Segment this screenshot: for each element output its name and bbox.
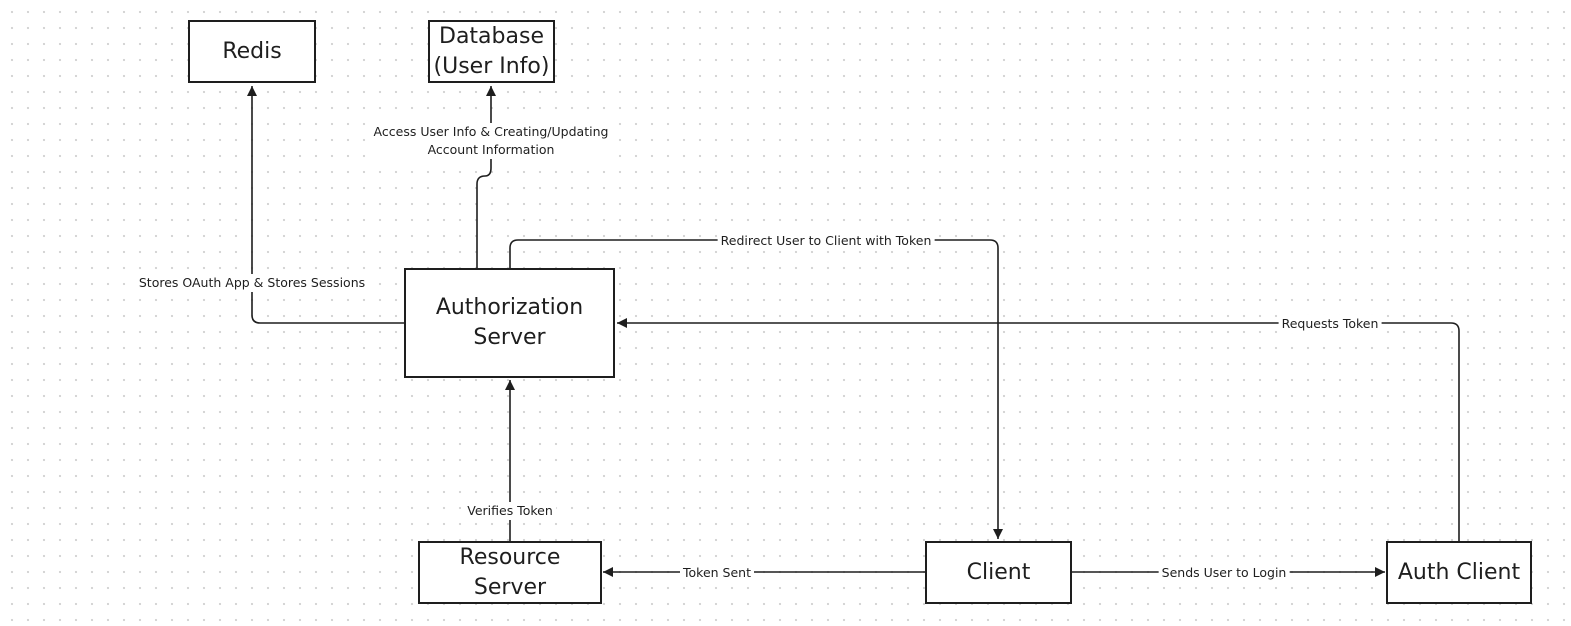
edge-label-token-sent: Token Sent [680,564,754,582]
node-redis: Redis [188,20,316,83]
edge-label-stores-sessions: Stores OAuth App & Stores Sessions [135,274,369,292]
node-resource-server: Resource Server [418,541,602,604]
edge-label-sends-user-to-login: Sends User to Login [1158,564,1290,582]
edge-access-user-info [476,86,496,268]
edge-label-verifies-token: Verifies Token [464,502,556,520]
node-database: Database (User Info) [428,20,555,83]
edge-requests-token [617,318,1460,541]
edge-label-redirect-user: Redirect User to Client with Token [717,232,935,250]
edge-stores-sessions [247,86,405,324]
node-client: Client [925,541,1072,604]
edge-label-access-user-info: Access User Info & Creating/Updating Acc… [370,123,612,159]
node-auth-client: Auth Client [1386,541,1532,604]
edge-label-requests-token: Requests Token [1278,315,1382,333]
node-authorization-server: Authorization Server [404,268,615,378]
